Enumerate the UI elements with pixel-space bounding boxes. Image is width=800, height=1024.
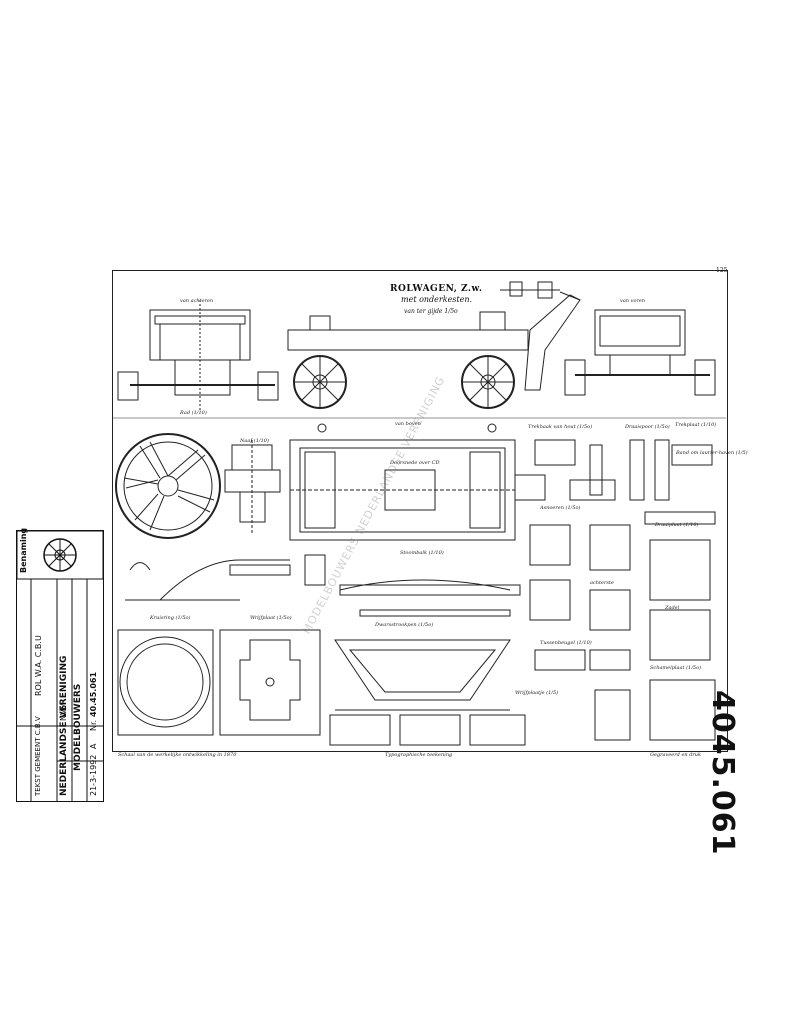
- title-block: Benaming ROL W.A. C.B.U TEKST GEMEENT C.…: [16, 527, 104, 802]
- page-number: 125: [716, 267, 728, 274]
- label-wheel: Rad (1/10): [180, 410, 207, 416]
- legend-typographic: Typographische teekening: [385, 752, 453, 758]
- plan-view-drawing: [289, 423, 546, 541]
- label-wrijfplaatje: Wrijfplaatje (1/5): [515, 690, 559, 696]
- label-zadel: Zadel: [665, 605, 680, 611]
- label-stoombalk: Stoombalk (1/10): [400, 550, 444, 556]
- label-band: Band om laurier-haven (1/5): [676, 450, 748, 456]
- middle-details-drawing: [125, 554, 521, 617]
- label-wrijfplaat: Wrijfplaat (1/5o): [250, 615, 292, 621]
- label-trekhaak: Trekhaak van hout (1/5o): [528, 424, 593, 430]
- label-draaiplaat: Draaiplaat (1/10): [655, 522, 699, 528]
- side-view-drawing: [287, 281, 581, 409]
- drawing-border: [112, 270, 728, 752]
- front-view-drawing: [564, 309, 716, 396]
- label-front-view: van voren: [620, 298, 646, 304]
- title-block-code: NVM: [59, 702, 68, 721]
- bottom-details-drawing: [117, 629, 716, 746]
- handwritten-sheet-number: 4045.061: [705, 690, 740, 856]
- drawing-title: ROLWAGEN, Z.w.: [390, 284, 483, 294]
- label-naaf: Naaf (1/10): [240, 438, 269, 444]
- wheel-detail-drawing: [115, 433, 221, 539]
- label-trekplaat: Trekplaat (1/10): [675, 422, 717, 428]
- title-block-date: 21-3-1992: [89, 754, 98, 796]
- title-block-row1: ROL W.A. C.B.U: [34, 635, 43, 696]
- title-block-heading: Benaming: [19, 527, 28, 573]
- label-achterste: achterste: [590, 580, 614, 586]
- label-dwarsstrook: Dwarsstrookpen (1/5o): [375, 622, 434, 628]
- title-block-org-line2: MODELBOUWERS: [73, 683, 83, 771]
- label-section: Doorsnede over CD: [390, 460, 440, 466]
- legend-engraved: Gegraveerd en druk: [650, 752, 702, 758]
- title-block-row2: TEKST GEMEENT C.B.V: [34, 716, 42, 796]
- title-block-size: A: [89, 743, 98, 749]
- legend-scale: Schaal van de werkelijke ontwikkeling in…: [118, 752, 237, 758]
- label-draaispoor: Draaispoor (1/5o): [625, 424, 670, 430]
- hub-section-drawing: [224, 440, 281, 535]
- drawing-scale: van ter gijde 1/5o: [404, 308, 458, 315]
- label-kruisring: Kruisring (1/5o): [150, 615, 191, 621]
- drawing-subtitle: met onderkesten.: [401, 295, 473, 304]
- label-top-view: van boven: [395, 421, 421, 427]
- title-block-sheet-number: 40.45.061: [89, 671, 98, 717]
- right-details-drawing: [529, 439, 716, 661]
- label-schamel: Schamelplaat (1/5o): [650, 665, 702, 671]
- label-tussenbeugel: Tussenbeugel (1/10): [540, 640, 592, 646]
- label-asnoeren: Asnoeren (1/5o): [540, 505, 581, 511]
- title-block-sheet-label: Nr.: [89, 719, 98, 731]
- title-block-org-line1: NEDERLANDSE VERENIGING: [59, 655, 69, 796]
- label-rear-view: van achteren: [180, 298, 214, 304]
- title-block-grid: [17, 531, 103, 801]
- rear-view-drawing: [117, 300, 279, 410]
